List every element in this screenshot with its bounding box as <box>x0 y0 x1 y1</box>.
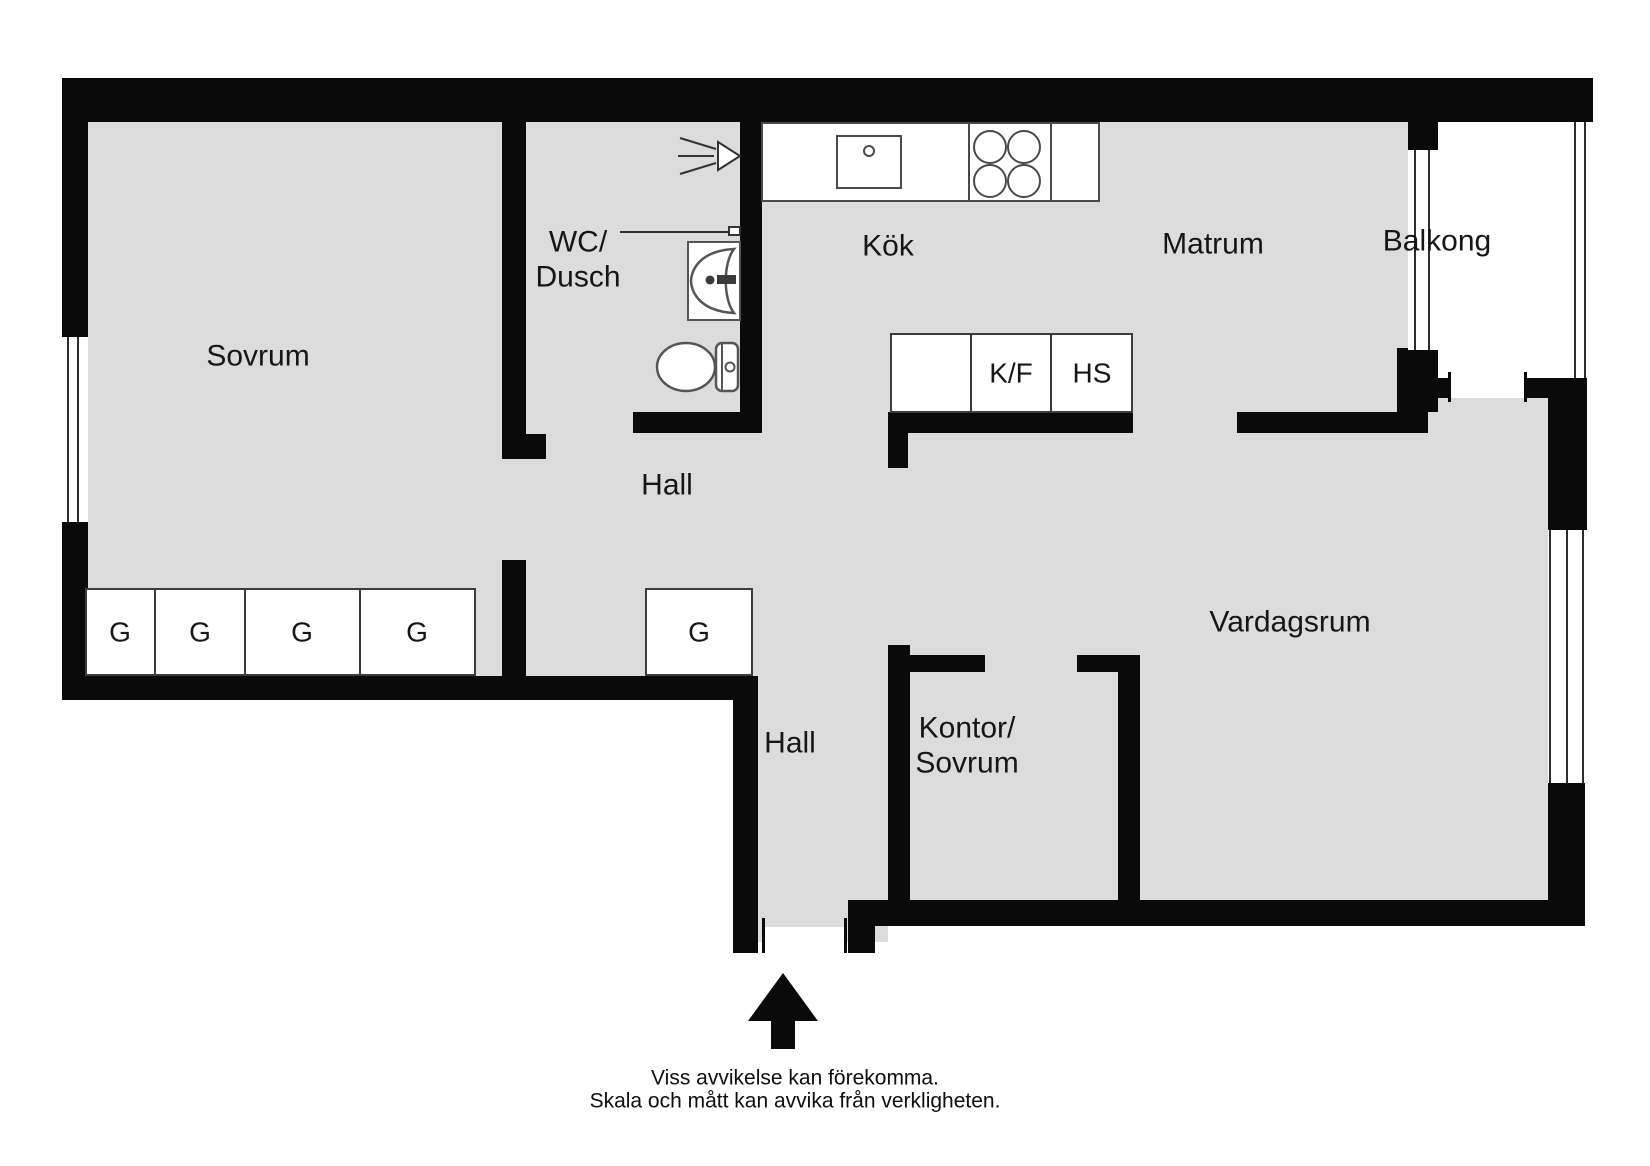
wall-matrum-window-top <box>1408 122 1438 150</box>
fridge-freezer-box <box>970 333 1052 413</box>
wardrobe-box <box>645 588 753 676</box>
room-label-hall-lower: Hall <box>764 726 816 760</box>
room-label-matrum: Matrum <box>1162 227 1264 261</box>
wall-kontor-left <box>888 645 910 901</box>
wall-right-lower <box>1548 783 1585 926</box>
wall-sovrum-foot <box>502 434 546 459</box>
wall-wc-right <box>740 122 762 433</box>
toilet-icon <box>655 341 740 393</box>
wardrobe-label: G <box>189 616 211 648</box>
window-vardagsrum-pane <box>1582 530 1584 783</box>
wall-balcony-bottom-right <box>1527 378 1587 398</box>
shower-rail-end <box>728 226 741 236</box>
window-sovrum-left <box>62 337 88 522</box>
wall-right-mid <box>1548 378 1587 530</box>
fridge-freezer-label: K/F <box>989 357 1033 389</box>
wall-corridor-left <box>733 676 758 953</box>
window-matrum-pane <box>1414 150 1416 350</box>
room-label-vardagsrum: Vardagsrum <box>1209 605 1371 639</box>
wardrobe-box <box>359 588 476 676</box>
entrance-door-jamb <box>762 918 765 953</box>
kontor-line1: Kontor/ <box>918 711 1016 745</box>
wardrobe-label: G <box>109 616 131 648</box>
wall-top <box>62 78 1593 122</box>
room-label-kok: Kök <box>862 229 914 263</box>
wc-line1: WC/ <box>548 225 608 259</box>
window-matrum-balkong <box>1408 150 1438 350</box>
wardrobe-label: G <box>406 616 428 648</box>
entrance-door-jamb <box>844 918 847 953</box>
wall-sovrum-right-lower <box>502 560 526 676</box>
wall-kok-hall <box>888 412 1133 433</box>
wall-matrum-bottom <box>1237 412 1428 433</box>
floor-vardagsrum <box>1140 398 1548 901</box>
disclaimer-line-1: Viss avvikelse kan förekomma. <box>651 1066 939 1090</box>
bathroom-sink-icon <box>687 241 741 321</box>
tall-cabinet-box <box>1050 333 1133 413</box>
stove-burners-icon <box>973 164 1007 198</box>
kitchen-counter-divider <box>968 122 970 202</box>
wardrobe-label: G <box>688 616 710 648</box>
room-label-kontor-sovrum: Kontor/Sovrum <box>915 711 1018 782</box>
wall-wc-bottom <box>633 412 762 433</box>
shower-icon <box>678 137 742 175</box>
wc-line2: Dusch <box>535 261 621 294</box>
balcony-door-jamb <box>1524 372 1527 402</box>
room-label-sovrum: Sovrum <box>206 339 310 373</box>
disclaimer-line-2: Skala och mått kan avvika från verklighe… <box>589 1089 1001 1113</box>
balcony-door-jamb <box>1448 372 1451 402</box>
wall-kontor-top-right-stub <box>1077 655 1140 672</box>
wardrobe-box <box>244 588 361 676</box>
wall-balcony-bottom-left <box>1408 378 1448 398</box>
window-vardagsrum-pane <box>1566 530 1568 783</box>
wall-bottom-main <box>848 900 1585 926</box>
balcony-door-opening <box>1451 378 1524 398</box>
entrance-arrow-icon <box>748 973 818 1049</box>
window-vardagsrum-pane <box>1549 530 1551 783</box>
kitchen-counter <box>761 122 1100 202</box>
wall-bottom-left <box>62 676 757 700</box>
wardrobe-box <box>85 588 156 676</box>
window-sovrum-left-pane <box>77 337 79 522</box>
stove-burners-icon <box>1007 130 1041 164</box>
room-label-hall-upper: Hall <box>641 468 693 502</box>
wardrobe-label: G <box>291 616 313 648</box>
floor-kontor <box>888 650 1140 901</box>
wall-kontor-top-left-stub <box>910 655 985 672</box>
kitchen-sink-drain <box>863 145 875 157</box>
room-label-wc-dusch: WC/Dusch <box>535 225 620 296</box>
kitchen-counter-divider <box>1050 122 1052 202</box>
shower-rail <box>620 231 732 233</box>
entrance-door-opening <box>765 927 844 953</box>
stove-burners-icon <box>973 130 1007 164</box>
stove-burners-icon <box>1007 164 1041 198</box>
kitchen-unit-box <box>890 333 972 413</box>
balcony-glazing-line <box>1584 122 1586 378</box>
balcony-glazing-line <box>1574 122 1576 378</box>
wall-kok-hall-stub <box>888 412 908 468</box>
floor-hall-corridor <box>733 676 888 942</box>
wall-kontor-right <box>1118 672 1140 901</box>
room-label-balkong: Balkong <box>1382 224 1492 258</box>
hs-label: HS <box>1072 357 1112 389</box>
kontor-line2: Sovrum <box>915 747 1019 780</box>
kitchen-sink-icon <box>836 135 902 189</box>
wall-sovrum-right-upper <box>502 122 526 434</box>
window-matrum-pane <box>1428 150 1430 350</box>
window-sovrum-left-pane <box>67 337 69 522</box>
